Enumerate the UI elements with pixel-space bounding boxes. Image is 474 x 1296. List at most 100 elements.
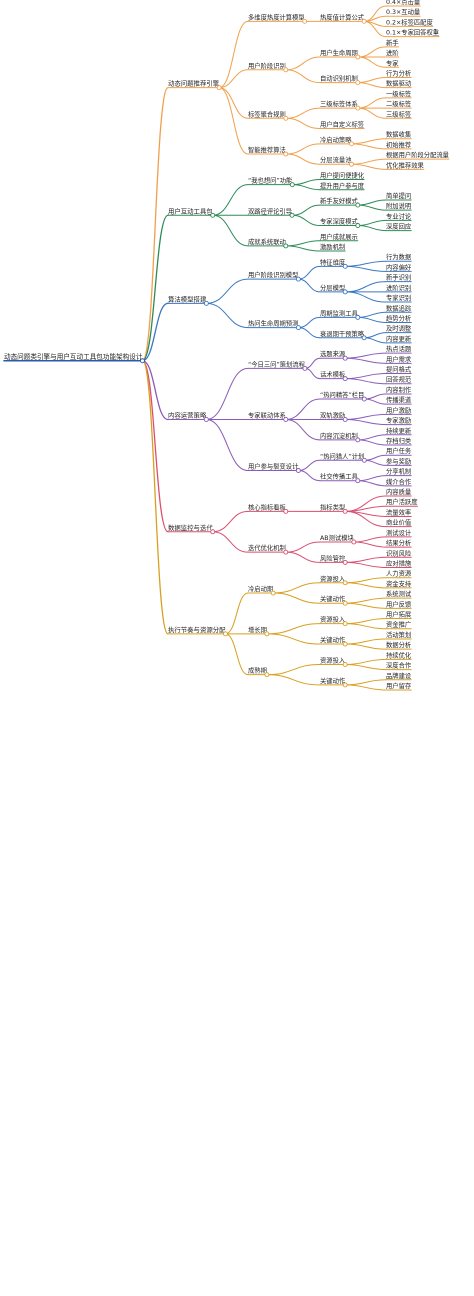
- branch-connector: [272, 582, 321, 594]
- collapse-toggle[interactable]: [283, 508, 289, 514]
- collapse-toggle[interactable]: [223, 631, 228, 637]
- topic-node: 热度值计算公式: [320, 12, 365, 21]
- branch-connector: [357, 76, 387, 84]
- collapse-toggle[interactable]: [361, 335, 367, 341]
- leaf-node: 用户反馈: [386, 599, 412, 608]
- collapse-toggle[interactable]: [361, 18, 367, 24]
- collapse-toggle[interactable]: [264, 631, 270, 637]
- topic-node: 话术模板: [320, 370, 346, 379]
- branch-connector: [285, 143, 321, 155]
- leaf-node: 进阶识别: [386, 283, 411, 292]
- leaf-node: 行为数据: [386, 252, 412, 261]
- branch-connector: [205, 278, 249, 304]
- collapse-toggle[interactable]: [216, 85, 222, 91]
- collapse-toggle[interactable]: [355, 54, 361, 60]
- collapse-toggle[interactable]: [342, 559, 348, 565]
- topic-node: 用户生命周期: [320, 48, 358, 57]
- collapse-toggle[interactable]: [342, 580, 348, 586]
- collapse-toggle[interactable]: [203, 417, 209, 422]
- collapse-toggle[interactable]: [264, 672, 270, 678]
- leaf-node: 数据驱动: [386, 79, 411, 88]
- branch-connector: [357, 56, 387, 68]
- collapse-toggle[interactable]: [355, 314, 361, 320]
- collapse-toggle[interactable]: [342, 600, 348, 606]
- collapse-toggle[interactable]: [283, 243, 289, 249]
- collapse-toggle[interactable]: [283, 67, 289, 73]
- collapse-toggle[interactable]: [210, 529, 216, 535]
- branch-connector: [344, 265, 387, 272]
- collapse-toggle[interactable]: [361, 457, 367, 463]
- branch-connector: [291, 214, 321, 226]
- branch-connector: [363, 332, 387, 339]
- collapse-toggle[interactable]: [361, 396, 367, 402]
- collapse-toggle[interactable]: [295, 276, 301, 282]
- collapse-toggle[interactable]: [349, 141, 354, 147]
- collapse-toggle[interactable]: [295, 468, 301, 473]
- collapse-toggle[interactable]: [270, 590, 276, 596]
- leaf-node: 热点话题: [386, 344, 412, 353]
- collapse-toggle[interactable]: [342, 376, 348, 382]
- leaf-node: 品牌建设: [386, 671, 412, 680]
- branch-connector: [297, 265, 321, 280]
- topic-node: 资源投入: [320, 655, 346, 664]
- collapse-toggle[interactable]: [283, 115, 289, 121]
- collapse-toggle[interactable]: [289, 182, 295, 188]
- leaf-node: 用户拓展: [386, 610, 412, 619]
- branch-connector: [363, 20, 387, 38]
- branch-connector: [353, 541, 387, 548]
- branch-connector: [350, 158, 387, 165]
- collapse-toggle[interactable]: [283, 151, 289, 157]
- collapse-toggle[interactable]: [342, 682, 348, 688]
- leaf-node: 初始推荐: [386, 140, 411, 149]
- collapse-toggle[interactable]: [342, 621, 348, 627]
- branch-connector: [285, 153, 321, 165]
- branch-connector: [344, 643, 387, 650]
- collapse-toggle[interactable]: [342, 662, 348, 667]
- collapse-toggle[interactable]: [342, 417, 348, 422]
- collapse-toggle[interactable]: [283, 417, 289, 422]
- collapse-toggle[interactable]: [355, 202, 361, 208]
- branch-connector: [344, 623, 387, 630]
- leaf-node: 用户激励: [386, 405, 411, 414]
- collapse-toggle[interactable]: [140, 358, 145, 364]
- topic-node: AB测试模块: [320, 533, 355, 542]
- leaf-node: 及时调整: [386, 324, 412, 333]
- collapse-toggle[interactable]: [283, 549, 289, 555]
- branch-connector: [363, 393, 387, 400]
- collapse-toggle[interactable]: [342, 289, 348, 295]
- collapse-toggle[interactable]: [351, 539, 357, 545]
- leaf-node: 活动策划: [386, 630, 411, 639]
- leaf-node: 附加说明: [386, 201, 411, 210]
- leaf-node: 0.2×标签匹配度: [386, 17, 433, 26]
- topic-node: 分层流量池: [320, 155, 352, 164]
- collapse-toggle[interactable]: [203, 300, 209, 306]
- branch-connector: [357, 311, 387, 318]
- collapse-toggle[interactable]: [342, 263, 348, 269]
- collapse-toggle[interactable]: [355, 105, 361, 111]
- branch-connector: [350, 163, 387, 170]
- topic-node: 智能推荐算法: [248, 145, 286, 154]
- collapse-toggle[interactable]: [355, 80, 361, 86]
- collapse-toggle[interactable]: [355, 223, 361, 228]
- branch-connector: [212, 214, 249, 247]
- collapse-toggle[interactable]: [349, 161, 354, 167]
- collapse-toggle[interactable]: [342, 641, 348, 647]
- collapse-toggle[interactable]: [302, 365, 308, 371]
- branch-connector: [350, 138, 387, 145]
- collapse-toggle[interactable]: [355, 478, 361, 484]
- collapse-toggle[interactable]: [289, 212, 295, 218]
- leaf-node: 用户成就展示: [320, 232, 358, 241]
- branch-connector: [344, 378, 387, 385]
- collapse-toggle[interactable]: [342, 508, 348, 514]
- topic-node: 三级标签体系: [320, 99, 358, 108]
- branch-connector: [291, 204, 321, 216]
- collapse-toggle[interactable]: [210, 212, 216, 218]
- collapse-toggle[interactable]: [302, 18, 308, 24]
- branch-connector: [344, 373, 387, 380]
- collapse-toggle[interactable]: [342, 355, 348, 361]
- leaf-node: 优化推荐效果: [386, 160, 424, 169]
- collapse-toggle[interactable]: [355, 437, 361, 443]
- leaf-node: 专家识别: [386, 293, 411, 302]
- collapse-toggle[interactable]: [295, 325, 301, 331]
- branch-connector: [141, 87, 169, 362]
